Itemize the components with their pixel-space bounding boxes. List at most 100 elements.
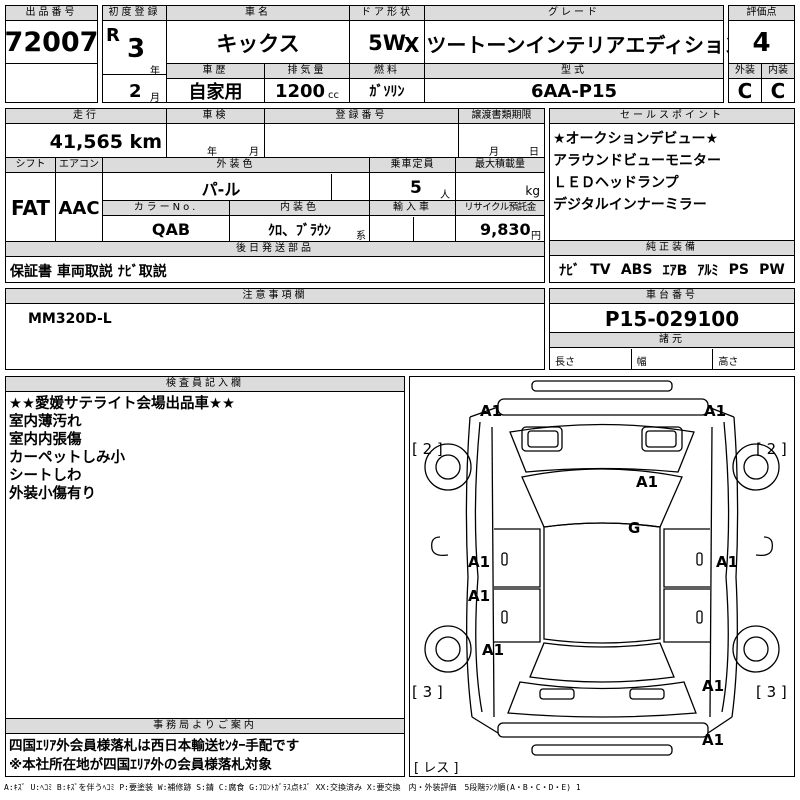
lot-number: 72007 (5, 22, 98, 64)
lot-box: 出品番号 72007 (5, 5, 98, 103)
dims-header: 諸元 (550, 333, 794, 348)
score-header: 評価点 (729, 6, 794, 21)
interior-color: ｸﾛ、ﾌﾞﾗｳﾝ (268, 222, 331, 239)
plate-header: 登録番号 (265, 109, 458, 124)
score: 4 (752, 28, 771, 58)
equip-item: ABS (620, 262, 653, 278)
sales-points-header: セールスポイント (550, 109, 794, 124)
transfer-box: 譲渡書類期限 月 日 (458, 108, 545, 158)
notes-text: MM320D-L (28, 311, 112, 327)
damage-mark-front-left: A1 (480, 402, 503, 420)
load-unit: kg (525, 184, 540, 198)
sales-point: デジタルインナーミラー (553, 197, 707, 213)
year-unit: 年 (150, 66, 160, 77)
plate-box: 登録番号 (264, 108, 459, 158)
displacement: 1200 (274, 80, 326, 102)
shift: FAT (11, 196, 50, 220)
damage-mark-left-rear-door: A1 (468, 587, 491, 605)
tire-label-right-front: [ 2 ] (756, 440, 787, 458)
equipment-list: ﾅﾋﾞ TV ABS ｴｱB ｱﾙﾐ PS PW (550, 257, 794, 283)
car-name-box: 車名 キックス (166, 5, 350, 64)
seats-unit: 人 (440, 190, 450, 201)
length-label: 長さ (550, 349, 632, 369)
sales-point: ＬＥＤヘッドランプ (553, 175, 679, 191)
model-box: 型式 6AA-P15 (424, 63, 724, 103)
transfer-header: 譲渡書類期限 (459, 109, 544, 124)
damage-mark-rear-right: A1 (702, 677, 725, 695)
fuel: ｶﾞｿﾘﾝ (369, 84, 405, 100)
cc-header: 排気量 (265, 64, 349, 79)
inspector-header: 検査員記入欄 (6, 377, 404, 392)
transfer-day-unit: 日 (529, 147, 539, 158)
notes-box: 注意事項欄 MM320D-L (5, 288, 545, 370)
interior-unit: 系 (356, 231, 366, 242)
recycle-unit: 円 (531, 231, 541, 242)
car-name-header: 車名 (167, 6, 349, 21)
tire-label-right-rear: [ 3 ] (756, 683, 787, 701)
inspector-line: ★★愛媛サテライト会場出品車★★ (9, 396, 235, 412)
office-header: 事務局よりご案内 (6, 719, 404, 734)
color: パ-ル (201, 179, 241, 199)
inspection-year-unit: 年 (207, 147, 217, 158)
recycle-header: リサイクル預託金 (456, 201, 544, 216)
equipment-header: 純正装備 (550, 241, 794, 256)
cc-box: 排気量 1200 cc (264, 63, 350, 103)
legend: A:ｷｽﾞ U:ﾍｺﾐ B:ｷｽﾞを伴うﾍｺﾐ P:要塗装 W:補修跡 S:錆 … (4, 783, 581, 792)
car-diagram: A1 A1 A1 G A1 A1 A1 A1 A1 A1 [ 2 ] [ 2 ]… (409, 376, 795, 777)
history: 自家用 (188, 82, 243, 103)
lot-header: 出品番号 (6, 6, 97, 21)
score-box: 評価点 4 (728, 5, 795, 64)
height-label: 高さ (718, 357, 739, 368)
color-header: 外装色 (103, 158, 369, 173)
inspection-header: 車検 (167, 109, 264, 124)
door-type: 5W (368, 31, 406, 55)
tire-label-left-rear: [ 3 ] (412, 683, 443, 701)
door-box: ドア形状 5W (349, 5, 425, 64)
shift-header: シフト (6, 158, 55, 173)
grade: X ツートーンインテリアエディション (404, 32, 744, 57)
later-parts-header: 後日発送部品 (6, 242, 544, 257)
mileage-box: 走行 41,565 km (5, 108, 167, 158)
recycle-fee: 9,830 (480, 220, 531, 239)
inspector-line: 室内薄汚れ (9, 414, 82, 430)
width-label: 幅 (632, 349, 714, 369)
seats-header: 乗車定員 (370, 158, 455, 173)
sales-point: ★オークションデビュー★ (553, 131, 719, 147)
damage-mark-rear-bumper: A1 (702, 731, 725, 749)
registration-header: 初度登録 (103, 6, 166, 21)
inspector-box: 検査員記入欄 ★★愛媛サテライト会場出品車★★ 室内薄汚れ 室内内張傷 カーペッ… (5, 376, 405, 719)
era: R (106, 25, 120, 46)
damage-mark-windshield: G (628, 519, 641, 537)
mileage: 41,565 km (49, 130, 162, 153)
grade-header: グレード (425, 6, 723, 21)
tire-label-left-front: [ 2 ] (412, 440, 443, 458)
shift-box: シフト FAT (5, 157, 56, 242)
equip-item: PW (759, 262, 785, 278)
damage-mark-right-door: A1 (716, 553, 739, 571)
notes-header: 注意事項欄 (6, 289, 544, 304)
office-box: 事務局よりご案内 四国ｴﾘｱ外会員様落札は西日本輸送ｾﾝﾀｰ手配です ※本社所在… (5, 718, 405, 777)
model: 6AA-P15 (530, 80, 618, 102)
car-name: キックス (216, 32, 300, 56)
chassis-box: 車台番号 P15-029100 諸元 長さ 幅 高さ (549, 288, 795, 370)
damage-mark-front-right: A1 (704, 402, 727, 420)
ext-grade: C (737, 79, 753, 103)
ext-box: 外装 C (728, 63, 762, 103)
later-parts-box: 後日発送部品 保証書 車両取説 ﾅﾋﾞ取説 (5, 241, 545, 283)
equip-item: ｴｱB (662, 263, 688, 279)
int-box: 内装 C (761, 63, 795, 103)
spare-tire-label: [ レス ] (414, 761, 459, 776)
inspector-line: カーペットしみ小 (9, 450, 125, 466)
ext-header: 外装 (729, 64, 761, 79)
model-header: 型式 (425, 64, 723, 79)
equip-item: ｱﾙﾐ (697, 263, 719, 279)
later-parts: 保証書 車両取説 ﾅﾋﾞ取説 (10, 263, 167, 280)
recycle-box: リサイクル預託金 9,830 円 (455, 200, 545, 242)
office-notes: 四国ｴﾘｱ外会員様落札は西日本輸送ｾﾝﾀｰ手配です ※本社所在地が四国ｴﾘｱ外の… (9, 737, 299, 775)
office-line: 四国ｴﾘｱ外会員様落札は西日本輸送ｾﾝﾀｰ手配です (9, 738, 300, 754)
inspection-month-unit: 月 (249, 147, 259, 158)
colorno-header: カラーNo. (103, 201, 229, 216)
ac: AAC (58, 197, 100, 219)
interior-header: 内装色 (230, 201, 369, 216)
sales-point: アラウンドビューモニター (553, 153, 721, 169)
